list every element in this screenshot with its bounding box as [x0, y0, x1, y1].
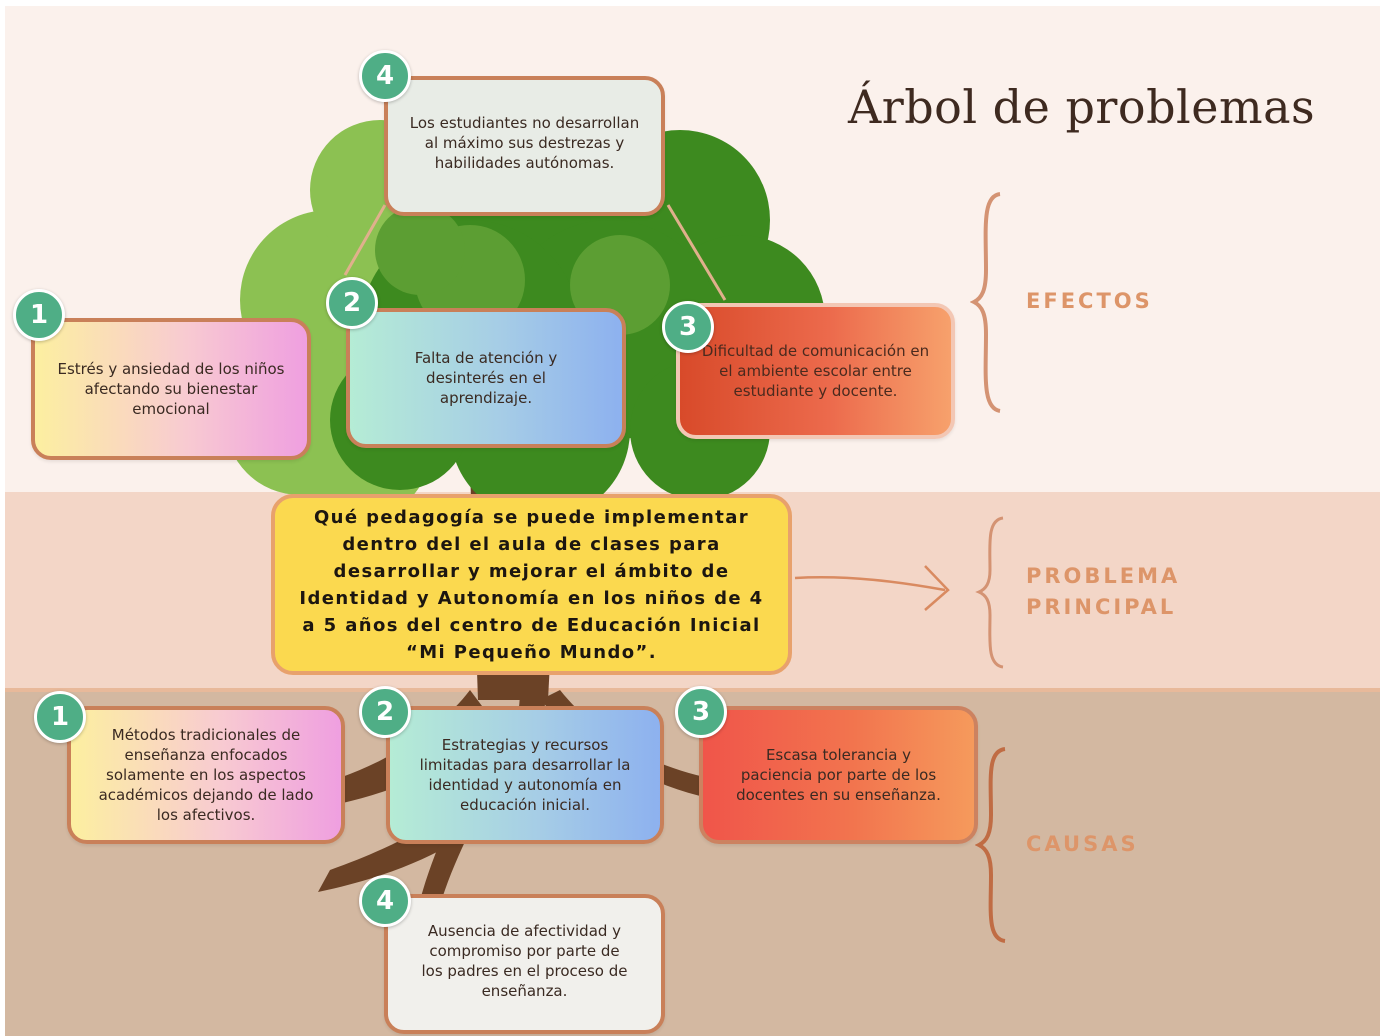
- effect-card-3-text: Dificultad de comunicación en el ambient…: [701, 342, 930, 400]
- problem-brace: [975, 516, 1004, 669]
- main-problem-box: Qué pedagogía se puede implementar dentr…: [271, 494, 792, 675]
- section-label-line-2: PRINCIPAL: [1026, 595, 1177, 619]
- cause-card-4: Ausencia de afectividad y compromiso por…: [384, 894, 665, 1034]
- section-label-causas: CAUSAS: [1026, 832, 1139, 856]
- section-label-efectos: EFECTOS: [1026, 289, 1153, 313]
- cause-card-3-text: Escasa tolerancia y paciencia por parte …: [736, 746, 941, 804]
- section-label-problema-principal: PROBLEMA PRINCIPAL: [1026, 561, 1180, 623]
- main-problem-text: Qué pedagogía se puede implementar dentr…: [299, 506, 764, 663]
- cause-badge-2: 2: [359, 686, 411, 738]
- cause-card-1: Métodos tradicionales de enseñanza enfoc…: [67, 706, 345, 844]
- effect-card-2: Falta de atención y desinterés en el apr…: [346, 308, 626, 448]
- cause-card-3: Escasa tolerancia y paciencia por parte …: [699, 706, 978, 844]
- cause-badge-4: 4: [359, 875, 411, 927]
- effect-card-4-text: Los estudiantes no desarrollan al máximo…: [409, 114, 640, 172]
- effect-card-3: Dificultad de comunicación en el ambient…: [676, 303, 955, 439]
- effect-badge-3: 3: [662, 301, 714, 353]
- cause-card-2: Estrategias y recursos limitadas para de…: [386, 706, 664, 844]
- cause-badge-1: 1: [34, 691, 86, 743]
- page-title: Árbol de problemas: [848, 80, 1316, 134]
- effect-card-4: Los estudiantes no desarrollan al máximo…: [384, 76, 665, 216]
- effects-brace: [970, 192, 1001, 413]
- effect-card-1-text: Estrés y ansiedad de los niños afectando…: [57, 360, 285, 418]
- section-label-line-1: PROBLEMA: [1026, 564, 1181, 588]
- effect-badge-1: 1: [13, 289, 65, 341]
- effect-card-2-text: Falta de atención y desinterés en el apr…: [414, 349, 558, 407]
- effect-card-1: Estrés y ansiedad de los niños afectando…: [31, 318, 311, 460]
- causes-brace: [975, 747, 1006, 943]
- cause-card-2-text: Estrategias y recursos limitadas para de…: [419, 736, 631, 814]
- cause-card-1-text: Métodos tradicionales de enseñanza enfoc…: [98, 726, 314, 824]
- cause-badge-3: 3: [675, 686, 727, 738]
- effect-badge-4: 4: [359, 50, 411, 102]
- cause-card-4-text: Ausencia de afectividad y compromiso por…: [421, 922, 628, 1000]
- effect-badge-2: 2: [326, 277, 378, 329]
- problem-arrow: [794, 576, 946, 592]
